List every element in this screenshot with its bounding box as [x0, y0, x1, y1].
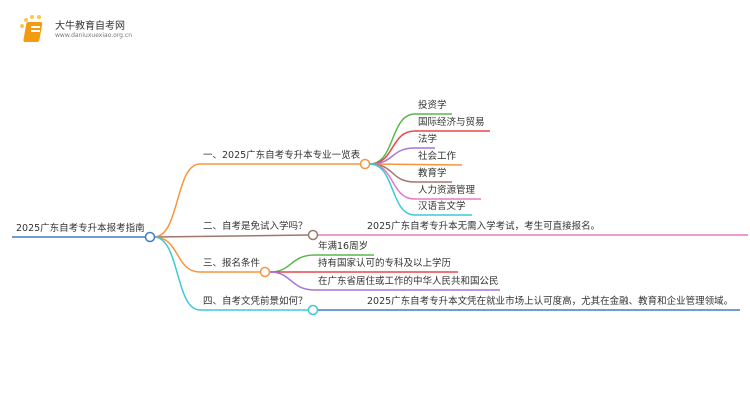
leaf-requirement[interactable]: 持有国家认可的专科及以上学历 — [318, 258, 452, 269]
leaf-major[interactable]: 国际经济与贸易 — [418, 117, 485, 128]
branch-requirements[interactable]: 三、报名条件 — [203, 258, 261, 269]
leaf-major[interactable]: 社会工作 — [418, 151, 457, 162]
branch-majors[interactable]: 一、2025广东自考专升本专业一览表 — [203, 150, 361, 161]
leaf-major[interactable]: 人力资源管理 — [418, 185, 476, 196]
logo-name: 大牛教育自考网 — [55, 21, 125, 32]
branch-exam-free[interactable]: 二、自考是免试入学吗？ — [203, 221, 308, 232]
leaf-requirement[interactable]: 年满16周岁 — [318, 241, 369, 252]
leaf-prospects[interactable]: 2025广东自考专升本文凭在就业市场上认可度高，尤其在金融、教育和企业管理领域。 — [367, 296, 734, 307]
logo-url: www.daniuxuexiao.org.cn — [55, 32, 132, 39]
leaf-requirement[interactable]: 在广东省居住或工作的中华人民共和国公民 — [318, 276, 499, 287]
leaf-major[interactable]: 教育学 — [418, 168, 447, 179]
leaf-major[interactable]: 汉语言文学 — [418, 201, 466, 212]
leaf-major[interactable]: 投资学 — [418, 100, 447, 111]
branch-prospects[interactable]: 四、自考文凭前景如何？ — [203, 296, 308, 307]
leaf-major[interactable]: 法学 — [418, 134, 438, 145]
root-node[interactable]: 2025广东自考专升本报考指南 — [16, 223, 145, 234]
leaf-exam-free[interactable]: 2025广东自考专升本无需入学考试，考生可直接报名。 — [367, 221, 601, 232]
